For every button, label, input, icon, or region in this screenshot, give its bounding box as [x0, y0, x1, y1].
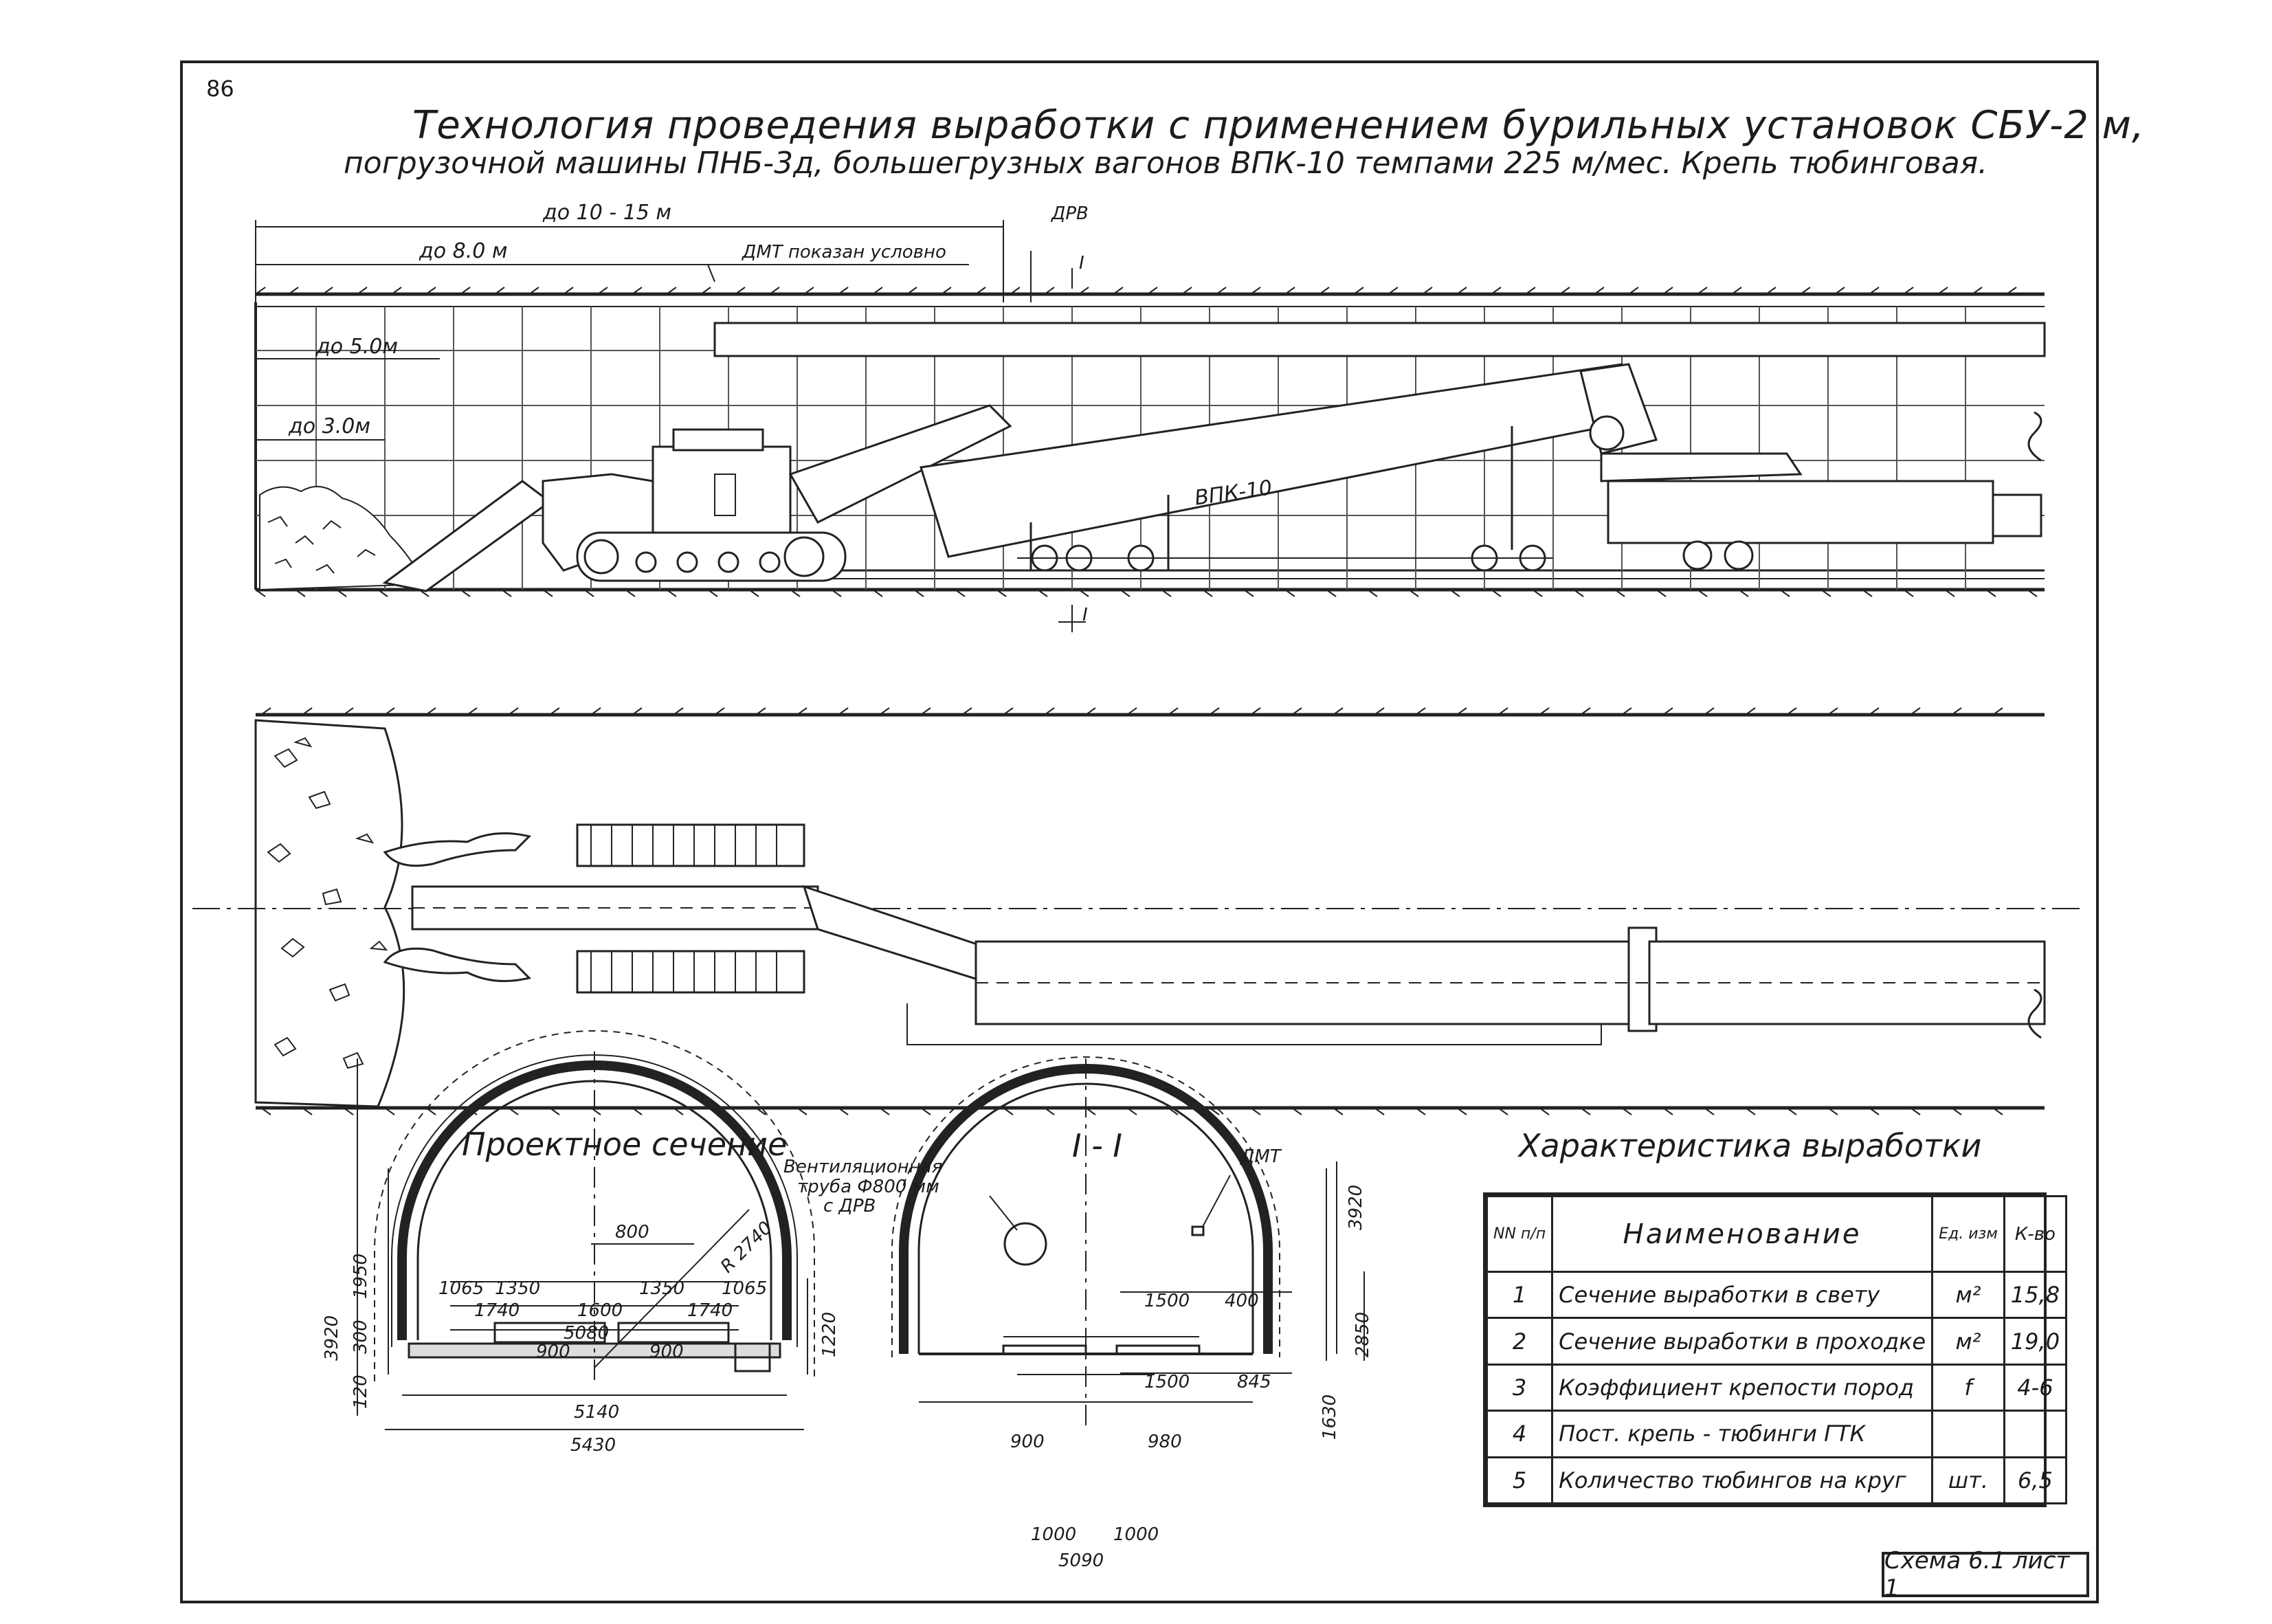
wagon-vpk10 [920, 363, 1658, 572]
dim-1220: 1220 [819, 1311, 840, 1357]
dim-845: 845 [1237, 1372, 1271, 1392]
dim-1350-right: 1350 [639, 1278, 685, 1299]
characteristics-heading: Характеристика выработки [1519, 1127, 1982, 1164]
dim-1600: 1600 [577, 1300, 623, 1321]
vent-note-3: с ДРВ [823, 1196, 876, 1216]
dim-400: 400 [1225, 1291, 1259, 1311]
row-name: Сечение выработки в свету [1551, 1270, 1934, 1320]
row-qty [2003, 1410, 2068, 1458]
vent-note-1: Вентиляционная [783, 1157, 943, 1177]
characteristics-table: NN п/п Наименование Ед. изм К-во 1 Сечен… [1483, 1192, 2068, 1507]
table-row: 2 Сечение выработки в проходке м² 19,0 [1485, 1317, 2068, 1366]
dim-1000-left: 1000 [1031, 1524, 1077, 1545]
table-row: 4 Пост. крепь - тюбинги ГТК [1485, 1410, 2068, 1458]
row-unit: шт. [1931, 1456, 2005, 1505]
row-unit: м² [1931, 1317, 2005, 1366]
dim-1950: 1950 [350, 1253, 371, 1299]
dim-980: 980 [1148, 1432, 1182, 1452]
table-row: 5 Количество тюбингов на круг шт. 6,5 [1485, 1456, 2068, 1505]
dim-1065-left: 1065 [438, 1278, 485, 1299]
longitudinal-section [254, 220, 2046, 632]
dim-1500-upper: 1500 [1144, 1291, 1190, 1311]
col-no-header: NN п/п [1485, 1195, 1554, 1273]
dim-1065-right: 1065 [722, 1278, 768, 1299]
section-i-i-heading: I - I [1072, 1127, 1122, 1164]
row-no: 1 [1485, 1270, 1554, 1320]
col-name-header: Наименование [1551, 1195, 1934, 1273]
loader-machine [382, 404, 1012, 592]
row-unit: f [1931, 1363, 2005, 1412]
dim-120: 120 [350, 1375, 371, 1409]
dim-1740-right: 1740 [687, 1300, 733, 1321]
dim-900-i-i: 900 [1010, 1432, 1045, 1452]
schema-label: Схема 6.1 лист 1 [1882, 1547, 2089, 1602]
sheet-border [180, 60, 2099, 1603]
dim-2850: 2850 [1352, 1311, 1373, 1357]
dim-800: 800 [615, 1222, 649, 1243]
row-qty: 15,8 [2003, 1270, 2068, 1320]
section-i-i [891, 1056, 1365, 1430]
row-name: Количество тюбингов на круг [1551, 1456, 1934, 1505]
row-no: 5 [1485, 1456, 1554, 1505]
row-qty: 6,5 [2003, 1456, 2068, 1505]
design-section-heading: Проектное сечение [462, 1126, 788, 1163]
row-qty: 4-6 [2003, 1363, 2068, 1412]
dim-5080: 5080 [564, 1323, 610, 1344]
row-unit [1931, 1410, 2005, 1458]
dim-1000-right: 1000 [1113, 1524, 1159, 1545]
dim-5: до 5.0м [316, 335, 398, 359]
dim-10-15: до 10 - 15 м [543, 201, 672, 225]
row-name: Пост. крепь - тюбинги ГТК [1551, 1410, 1934, 1458]
row-unit: м² [1931, 1270, 2005, 1320]
row-no: 4 [1485, 1410, 1554, 1458]
dim-1500-lower: 1500 [1144, 1372, 1190, 1392]
plan-view [192, 707, 2082, 1115]
dim-5140: 5140 [574, 1402, 620, 1423]
dmt-label: ДМТ [1240, 1146, 1281, 1167]
col-qty-header: К-во [2003, 1195, 2068, 1273]
dim-300: 300 [350, 1320, 371, 1354]
dim-5430: 5430 [570, 1435, 616, 1456]
dim-3: до 3.0м [289, 414, 370, 438]
row-name: Сечение выработки в проходке [1551, 1317, 1934, 1366]
section-mark-bottom: I [1082, 605, 1088, 625]
row-name: Коэффициент крепости пород [1551, 1363, 1934, 1412]
haulage-wagon [1600, 452, 2042, 570]
design-cross-section [357, 1030, 815, 1430]
dmt-note: ДМТ показан условно [742, 242, 946, 263]
dim-8: до 8.0 м [419, 239, 508, 263]
dim-900-right: 900 [649, 1342, 684, 1362]
table-row: 1 Сечение выработки в свету м² 15,8 [1485, 1270, 2068, 1320]
page-title-line-2: погрузочной машины ПНБ-3д, большегрузных… [344, 146, 1988, 181]
drv-label: ДРВ [1051, 203, 1089, 224]
dim-3920-i-i: 3920 [1346, 1184, 1366, 1230]
col-unit-header: Ед. изм [1931, 1195, 2005, 1273]
row-no: 3 [1485, 1363, 1554, 1412]
page-title-line-1: Технология проведения выработки с примен… [412, 103, 2145, 148]
dim-1630: 1630 [1319, 1394, 1340, 1440]
section-mark-top: I [1079, 253, 1084, 274]
dim-5090: 5090 [1058, 1550, 1104, 1571]
dim-1740-left: 1740 [474, 1300, 520, 1321]
vent-note-2: труба Ф800 мм [797, 1177, 939, 1197]
dim-900-left: 900 [536, 1342, 570, 1362]
dim-3920-design: 3920 [322, 1315, 342, 1361]
page-number: 86 [206, 76, 234, 102]
row-qty: 19,0 [2003, 1317, 2068, 1366]
row-no: 2 [1485, 1317, 1554, 1366]
table-row: 3 Коэффициент крепости пород f 4-6 [1485, 1363, 2068, 1412]
dim-1350-left: 1350 [495, 1278, 541, 1299]
